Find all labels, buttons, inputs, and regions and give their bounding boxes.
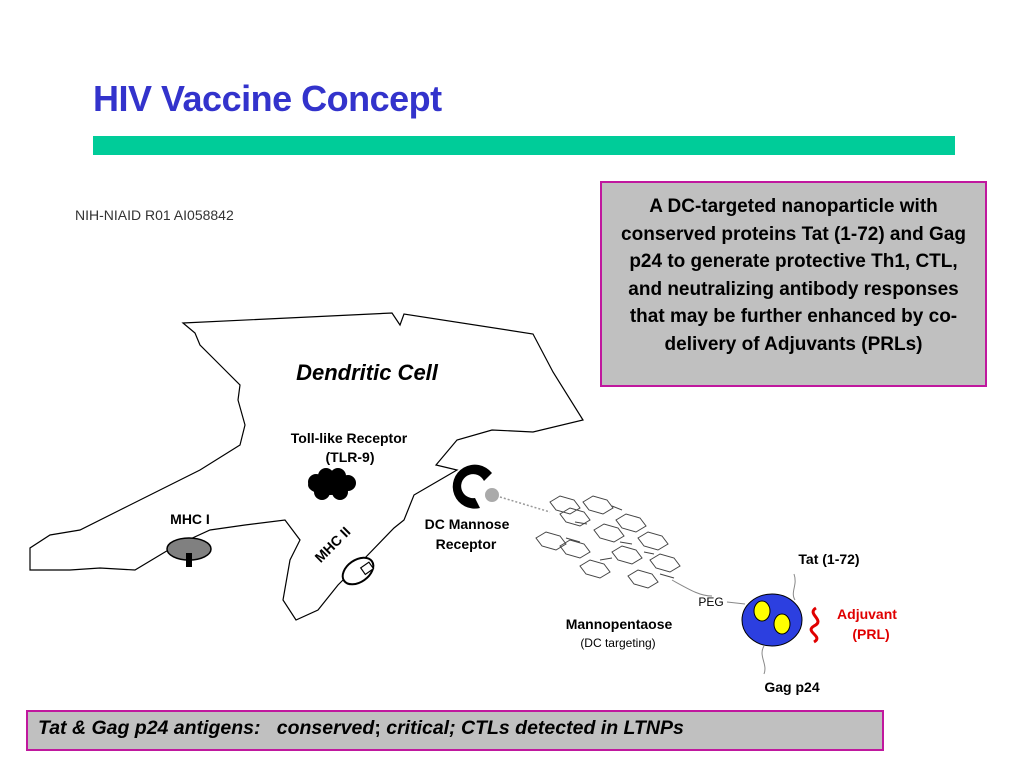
gag-leader-line <box>761 645 766 675</box>
dendritic-cell-label: Dendritic Cell <box>296 360 439 385</box>
vaccine-diagram: Dendritic Cell Toll-like Receptor (TLR-9… <box>29 312 897 695</box>
mannopentaose-sublabel: (DC targeting) <box>580 636 655 650</box>
receptor-label-line2: Receptor <box>436 536 497 552</box>
receptor-binding-line <box>499 496 551 513</box>
footer-note-box: Tat & Gag p24 antigens: conserved; criti… <box>26 710 884 751</box>
adjuvant-label-line2: (PRL) <box>852 626 889 642</box>
concept-summary-box: A DC-targeted nanoparticle with conserve… <box>600 181 987 387</box>
tlr-cloud-icon <box>308 468 356 500</box>
adjuvant-label-line1: Adjuvant <box>837 606 897 622</box>
gag-antigen-icon <box>773 613 791 635</box>
mhc2-receptor-icon <box>341 556 375 586</box>
tat-leader-line <box>792 573 796 601</box>
footer-lead: Tat & Gag p24 antigens: <box>38 717 261 739</box>
mannopentaose-structure-icon <box>535 495 681 589</box>
page-title: HIV Vaccine Concept <box>93 78 442 119</box>
dendritic-cell-outline <box>29 312 584 621</box>
footer-rest: critical; CTLs detected in LTNPs <box>380 717 684 739</box>
mhc1-label: MHC I <box>170 511 210 527</box>
receptor-ligand-dot <box>485 488 499 502</box>
grant-number: NIH-NIAID R01 AI058842 <box>75 207 234 223</box>
tlr-label-line2: (TLR-9) <box>326 449 375 465</box>
mannose-receptor-icon <box>452 464 492 509</box>
footer-word-conserved: conserved <box>276 717 375 739</box>
gag-label: Gag p24 <box>764 679 819 695</box>
tat-label: Tat (1-72) <box>798 551 859 567</box>
adjuvant-squiggle-icon <box>809 606 820 644</box>
footer-separator: ; <box>374 717 381 739</box>
title-underline-bar <box>93 136 955 155</box>
mannopentaose-linker <box>671 579 713 597</box>
mhc2-label: MHC II <box>311 523 353 565</box>
peg-label: PEG <box>698 595 723 609</box>
peg-linker <box>726 601 746 605</box>
tat-antigen-icon <box>753 600 771 622</box>
receptor-label-line1: DC Mannose <box>425 516 510 532</box>
mhc1-receptor-icon <box>166 537 212 567</box>
nanoparticle-icon <box>741 593 803 647</box>
mannopentaose-label: Mannopentaose <box>566 616 673 632</box>
tlr-label-line1: Toll-like Receptor <box>291 430 408 446</box>
concept-summary-text: A DC-targeted nanoparticle with conserve… <box>621 196 966 355</box>
